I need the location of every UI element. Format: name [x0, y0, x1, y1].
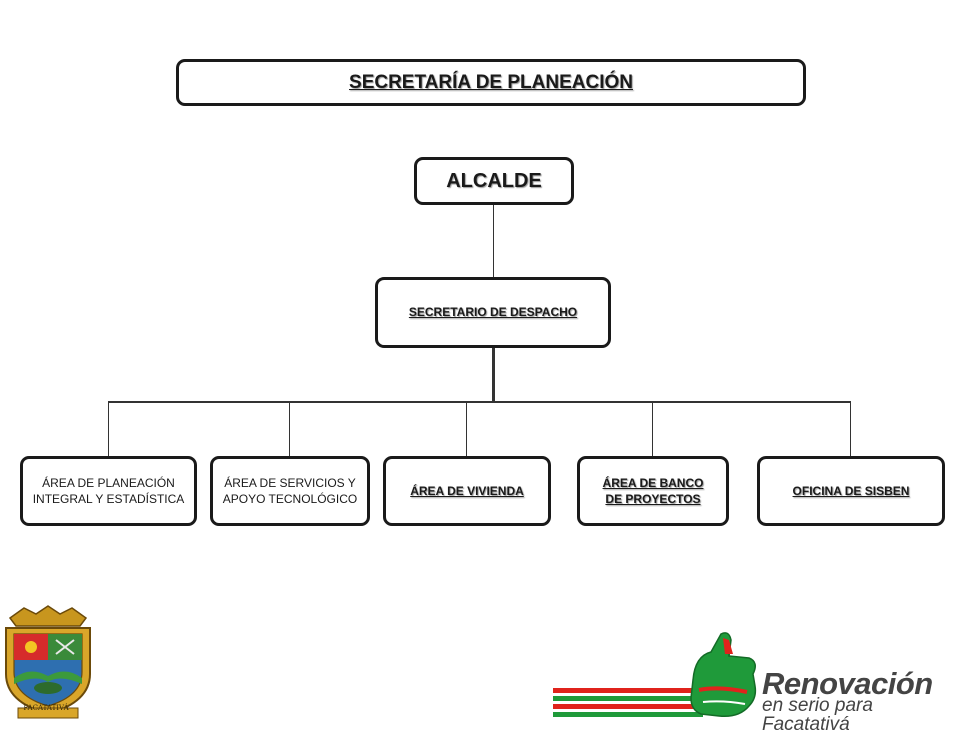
- logo-title: Renovación: [762, 666, 933, 701]
- org-node-alcalde: ALCALDE: [414, 157, 574, 205]
- org-node-area-vivienda: ÁREA DE VIVIENDA: [383, 456, 551, 526]
- org-node-area-planeacion: ÁREA DE PLANEACIÓN INTEGRAL Y ESTADÍSTIC…: [20, 456, 197, 526]
- page-title-box: SECRETARÍA DE PLANEACIÓN: [176, 59, 806, 106]
- renovacion-logo-icon: [553, 632, 757, 718]
- org-node-alcalde-label: ALCALDE: [446, 169, 542, 192]
- org-node-area-label: ÁREA DE BANCO DE PROYECTOS: [602, 475, 704, 506]
- org-node-secretario: SECRETARIO DE DESPACHO: [375, 277, 611, 348]
- org-node-area-label: ÁREA DE PLANEACIÓN INTEGRAL Y ESTADÍSTIC…: [32, 475, 185, 506]
- connector-secretario-bus: [492, 348, 495, 403]
- page-title: SECRETARÍA DE PLANEACIÓN: [349, 71, 633, 93]
- municipal-crest-label: FACATATIVÁ: [23, 704, 69, 712]
- connector-area-3: [466, 401, 467, 456]
- connector-area-5: [850, 401, 851, 456]
- org-node-area-label: OFICINA DE SISBEN: [792, 483, 910, 498]
- org-node-area-label: ÁREA DE SERVICIOS Y APOYO TECNOLÓGICO: [222, 475, 358, 506]
- org-node-area-banco-proyectos: ÁREA DE BANCO DE PROYECTOS: [577, 456, 729, 526]
- connector-horizontal-bus: [108, 401, 851, 403]
- municipal-crest-icon: [5, 605, 91, 719]
- org-node-area-label: ÁREA DE VIVIENDA: [410, 483, 524, 498]
- connector-area-4: [652, 401, 653, 456]
- connector-area-2: [289, 401, 290, 456]
- org-node-oficina-sisben: OFICINA DE SISBEN: [757, 456, 945, 526]
- org-node-secretario-label: SECRETARIO DE DESPACHO: [408, 305, 578, 320]
- connector-area-1: [108, 401, 109, 456]
- org-node-area-servicios: ÁREA DE SERVICIOS Y APOYO TECNOLÓGICO: [210, 456, 370, 526]
- logo-subtitle: en serio para Facatativá: [762, 695, 873, 735]
- connector-alcalde-secretario: [493, 205, 494, 277]
